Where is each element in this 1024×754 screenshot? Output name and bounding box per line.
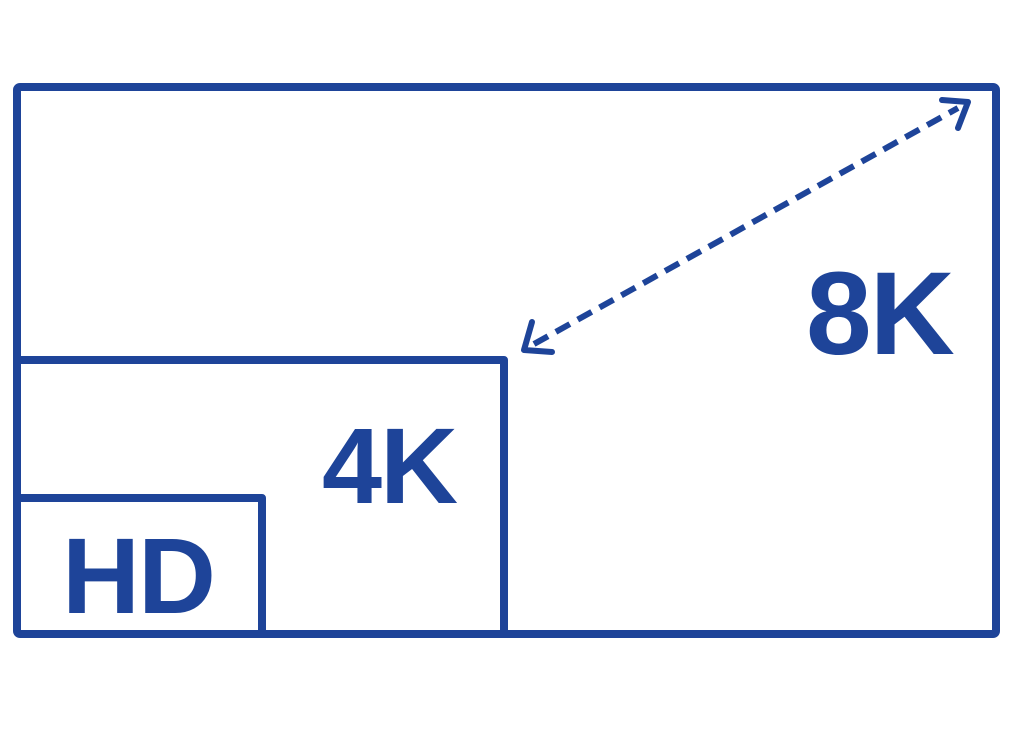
arrowhead-upper-right-icon — [939, 97, 971, 131]
arrowhead-lower-left-icon — [521, 319, 555, 355]
diagonal-dashed-line — [532, 105, 960, 347]
box-4k — [17, 356, 508, 634]
label-hd: HD — [62, 515, 216, 636]
label-4k: 4K — [322, 405, 458, 526]
box-hd — [17, 494, 266, 634]
label-8k: 8K — [806, 248, 955, 380]
